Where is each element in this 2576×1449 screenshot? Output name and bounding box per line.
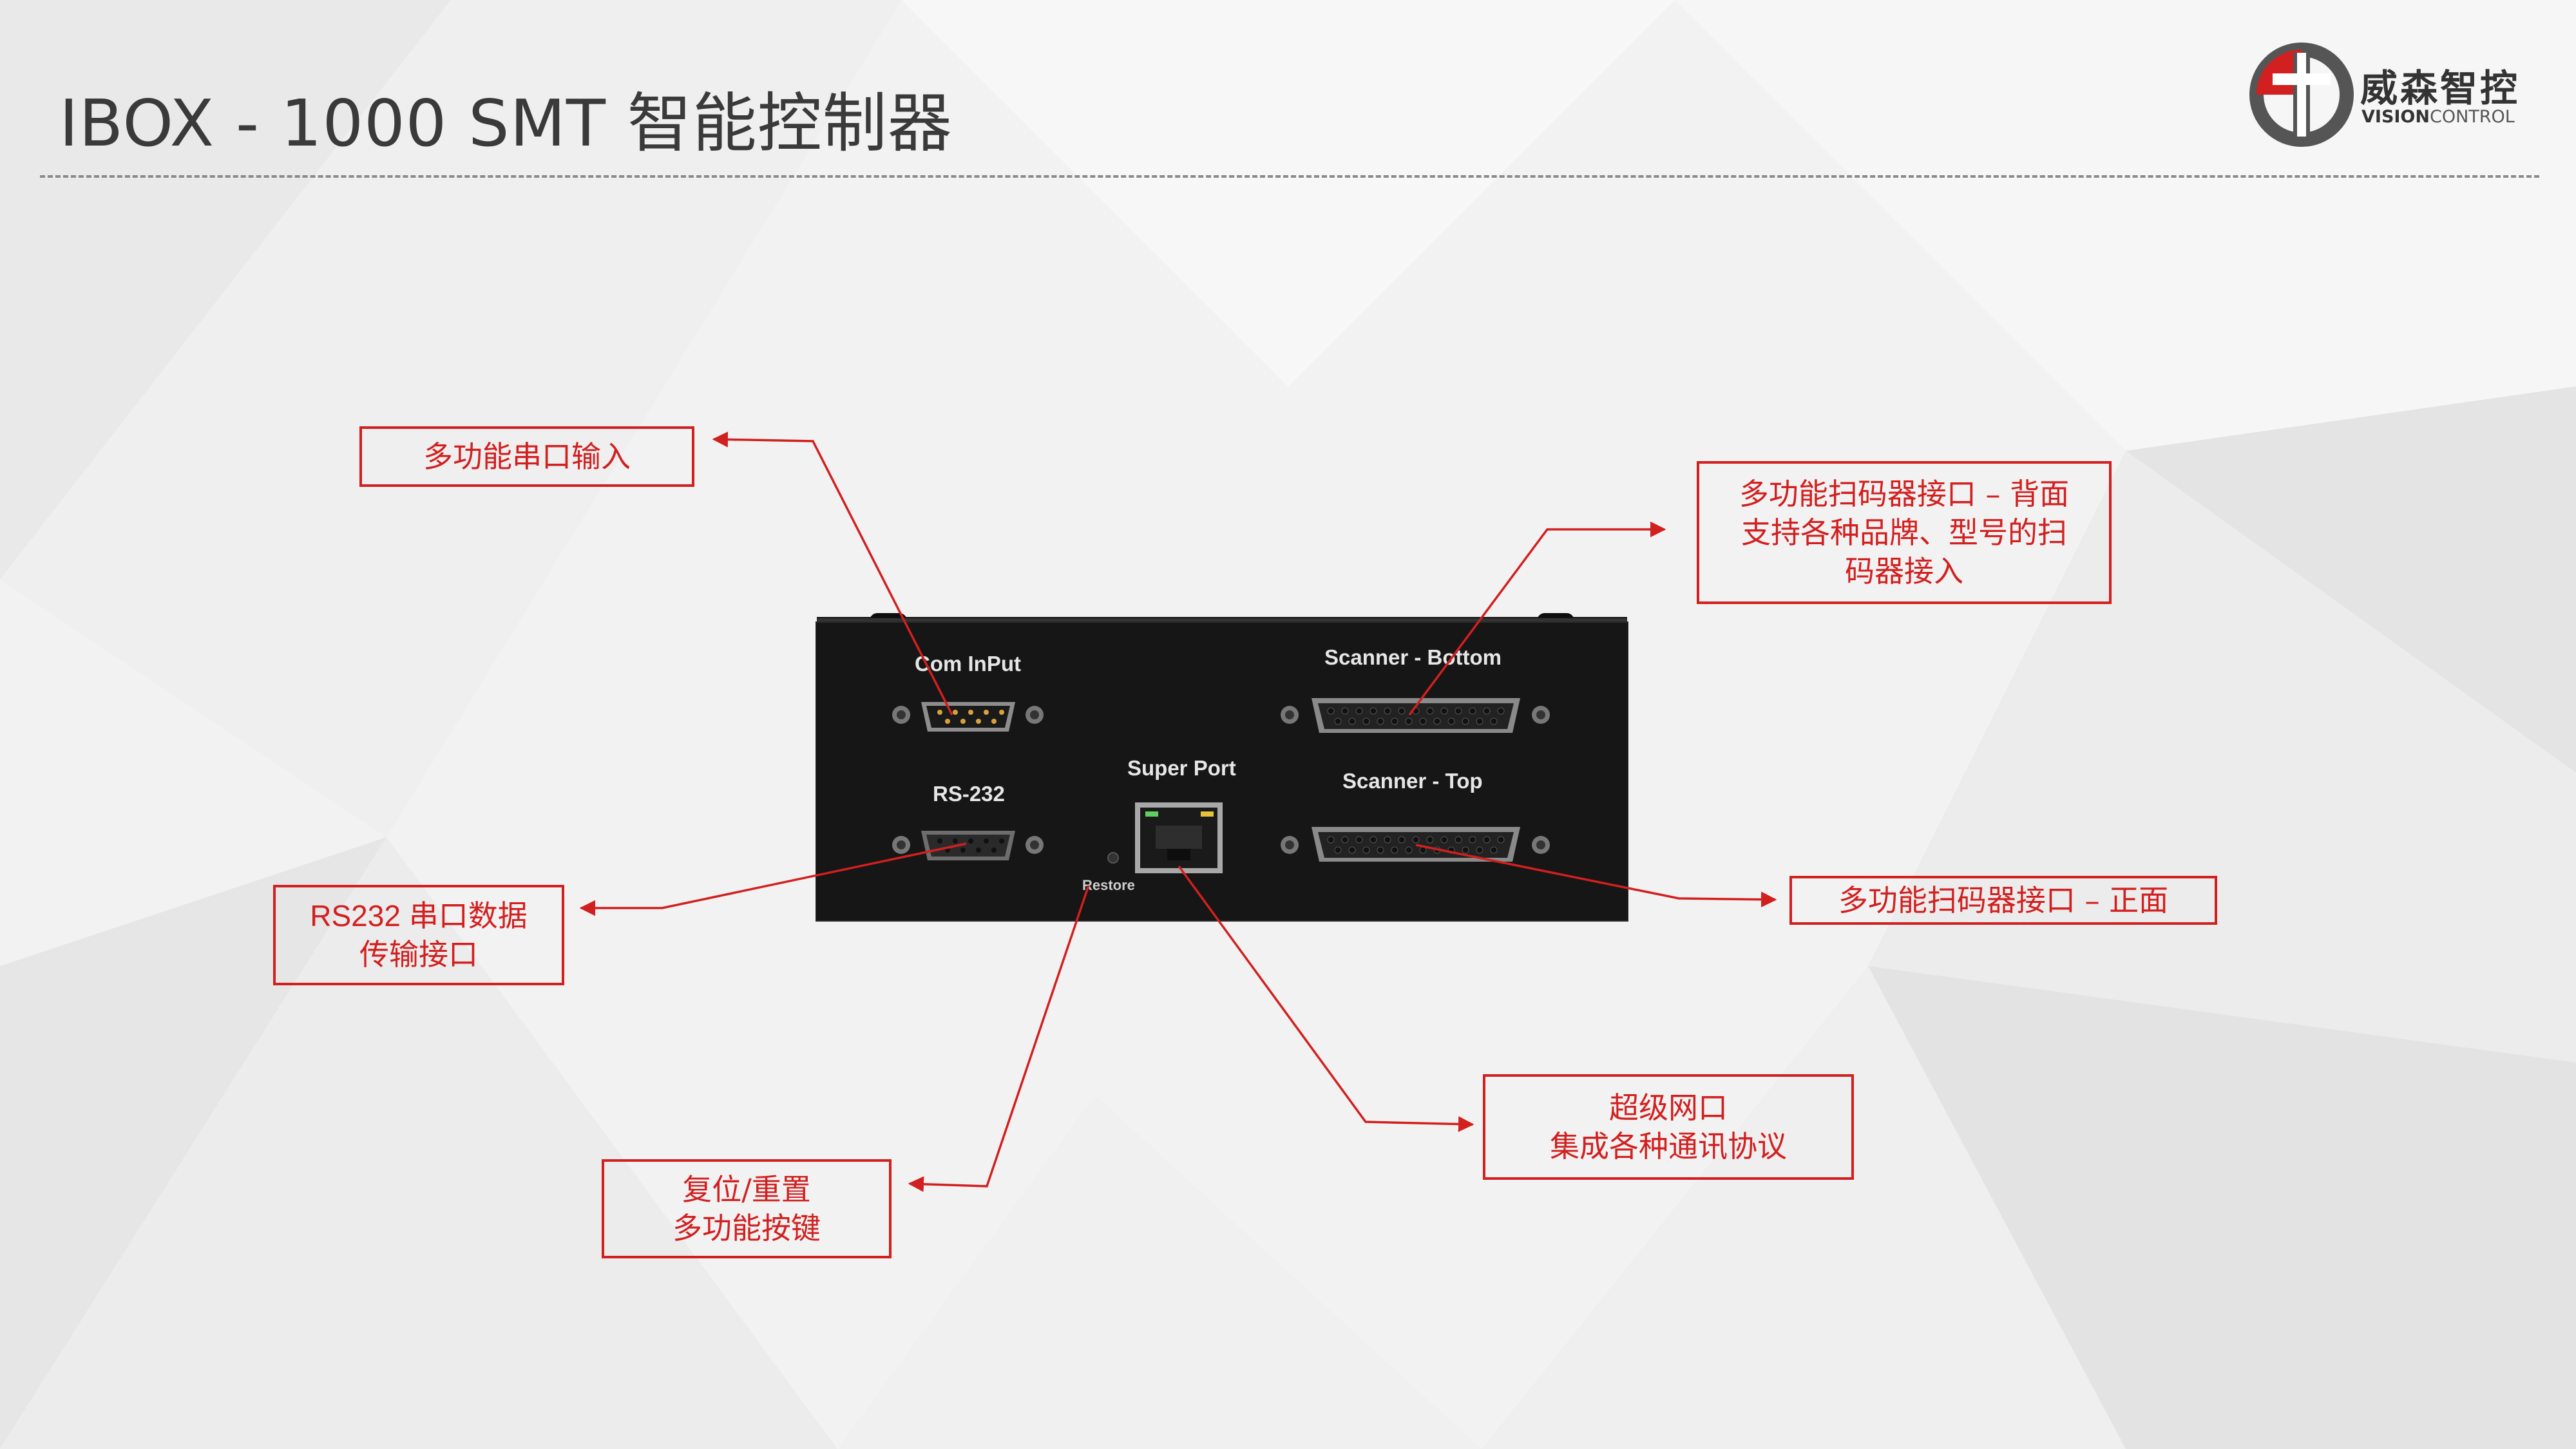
logo-chinese-name: 威森智控 bbox=[2360, 66, 2521, 110]
callout-com-input-text: 多功能串口输入 bbox=[423, 439, 631, 474]
callout-restore-line1: 复位/重置 bbox=[682, 1172, 811, 1207]
callout-super-port-line2: 集成各种通讯协议 bbox=[1550, 1129, 1787, 1164]
callout-super-port: 超级网口 集成各种通讯协议 bbox=[1483, 1074, 1854, 1180]
callout-restore-line2: 多功能按键 bbox=[673, 1211, 821, 1245]
callout-scanner-bottom-line3: 码器接入 bbox=[1845, 554, 1963, 589]
scanner-bottom-port-label: Scanner - Bottom bbox=[1324, 645, 1502, 669]
callout-scanner-bottom: 多功能扫码器接口 – 背面 支持各种品牌、型号的扫 码器接入 bbox=[1697, 461, 2112, 604]
brand-logo: 威森智控 VISIONCONTROL bbox=[2247, 40, 2524, 149]
scanner-top-port-label: Scanner - Top bbox=[1342, 769, 1483, 793]
callout-scanner-top-text: 多功能扫码器接口 – 正面 bbox=[1838, 883, 2169, 918]
ibox-device-panel: Com InPut RS-232 Super Port Scanner - Bo… bbox=[816, 613, 1628, 922]
title-divider bbox=[40, 175, 2539, 178]
restore-button-label: Restore bbox=[1082, 877, 1135, 893]
super-port-label: Super Port bbox=[1127, 756, 1236, 780]
callout-restore: 复位/重置 多功能按键 bbox=[602, 1159, 892, 1258]
callout-scanner-bottom-line1: 多功能扫码器接口 – 背面 bbox=[1739, 477, 2070, 511]
slide-title: IBOX - 1000 SMT 智能控制器 bbox=[59, 86, 953, 161]
callout-rs232: RS232 串口数据 传输接口 bbox=[273, 885, 564, 985]
callout-rs232-line1: RS232 串口数据 bbox=[310, 899, 528, 933]
callout-scanner-bottom-line2: 支持各种品牌、型号的扫 bbox=[1741, 515, 2067, 550]
rs232-port-label: RS-232 bbox=[933, 782, 1005, 806]
com-input-port-label: Com InPut bbox=[915, 652, 1021, 676]
logo-english-name: VISIONCONTROL bbox=[2361, 107, 2515, 127]
vision-control-logo-icon bbox=[2249, 43, 2354, 147]
callout-rs232-line2: 传输接口 bbox=[359, 937, 478, 972]
callout-scanner-top: 多功能扫码器接口 – 正面 bbox=[1789, 876, 2217, 925]
callout-com-input: 多功能串口输入 bbox=[359, 426, 694, 487]
callout-super-port-line1: 超级网口 bbox=[1609, 1090, 1728, 1125]
